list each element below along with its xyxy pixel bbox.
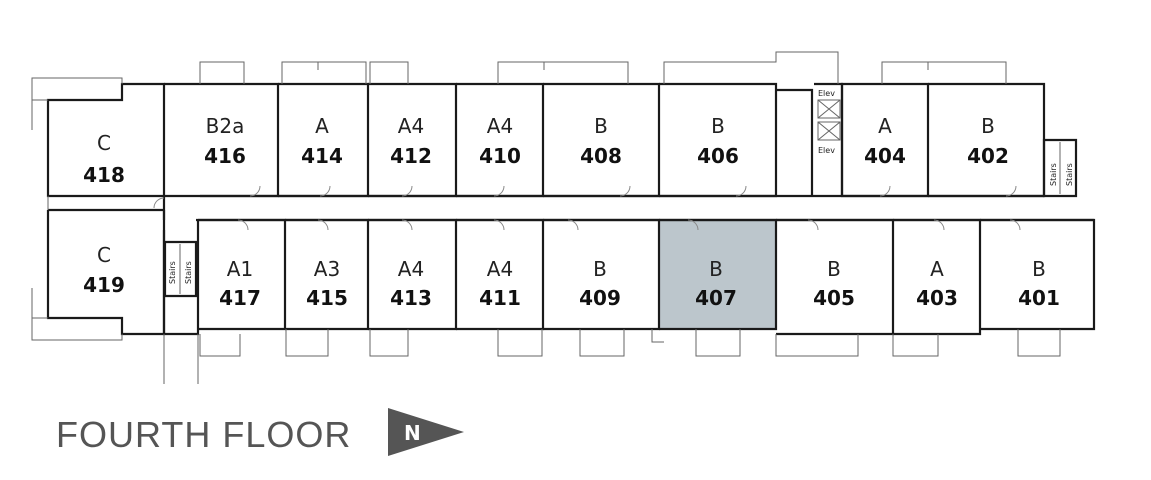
unit-number: 403 xyxy=(916,286,958,310)
unit-number: 415 xyxy=(306,286,348,310)
unit-type: B xyxy=(709,257,723,281)
unit-type: C xyxy=(97,131,111,155)
floor-title: FOURTH FLOOR xyxy=(56,414,352,455)
unit-type: B xyxy=(593,257,607,281)
unit-number: 410 xyxy=(479,144,521,168)
unit-number: 419 xyxy=(83,273,125,297)
unit-type: A4 xyxy=(398,114,424,138)
service-labels: Stairs Stairs Stairs Stairs Elev Elev xyxy=(168,89,1074,284)
unit-number: 414 xyxy=(301,144,343,168)
unit-type: B xyxy=(981,114,995,138)
unit-number: 411 xyxy=(479,286,521,310)
building-walls xyxy=(31,51,1096,384)
unit-414[interactable]: A 414 xyxy=(301,114,343,168)
unit-403[interactable]: A 403 xyxy=(916,257,958,310)
unit-type: A1 xyxy=(227,257,253,281)
unit-number: 417 xyxy=(219,286,261,310)
unit-type: B xyxy=(1032,257,1046,281)
unit-number: 405 xyxy=(813,286,855,310)
unit-409[interactable]: B 409 xyxy=(579,257,621,310)
unit-type: B xyxy=(711,114,725,138)
unit-type: A xyxy=(930,257,944,281)
north-arrow-icon: N xyxy=(388,408,464,456)
unit-type: B2a xyxy=(206,114,245,138)
unit-number: 401 xyxy=(1018,286,1060,310)
unit-number: 402 xyxy=(967,144,1009,168)
unit-401[interactable]: B 401 xyxy=(1018,257,1060,310)
unit-type: A3 xyxy=(314,257,340,281)
unit-419[interactable]: C 419 xyxy=(83,243,125,297)
stairs-label-west-1: Stairs xyxy=(168,261,177,284)
stairs-label-west-2: Stairs xyxy=(184,261,193,284)
unit-type: A xyxy=(878,114,892,138)
unit-number: 412 xyxy=(390,144,432,168)
unit-type: B xyxy=(594,114,608,138)
unit-type: A4 xyxy=(487,257,513,281)
unit-number: 409 xyxy=(579,286,621,310)
unit-number: 413 xyxy=(390,286,432,310)
stairs-label-east-1: Stairs xyxy=(1049,163,1058,186)
stairs-label-east-2: Stairs xyxy=(1065,163,1074,186)
unit-405[interactable]: B 405 xyxy=(813,257,855,310)
unit-type: A4 xyxy=(487,114,513,138)
unit-407[interactable]: B 407 xyxy=(695,257,737,310)
unit-number: 407 xyxy=(695,286,737,310)
elevator-label-2: Elev xyxy=(818,146,835,155)
unit-type: A4 xyxy=(398,257,424,281)
unit-number: 418 xyxy=(83,163,125,187)
unit-type: A xyxy=(315,114,329,138)
unit-type: B xyxy=(827,257,841,281)
unit-number: 416 xyxy=(204,144,246,168)
unit-404[interactable]: A 404 xyxy=(864,114,906,168)
unit-number: 408 xyxy=(580,144,622,168)
unit-407-highlight xyxy=(659,221,776,329)
unit-408[interactable]: B 408 xyxy=(580,114,622,168)
north-label: N xyxy=(404,421,421,445)
elevator-label-1: Elev xyxy=(818,89,835,98)
unit-number: 406 xyxy=(697,144,739,168)
unit-406[interactable]: B 406 xyxy=(697,114,739,168)
unit-418[interactable]: C 418 xyxy=(83,131,125,187)
unit-type: C xyxy=(97,243,111,267)
unit-402[interactable]: B 402 xyxy=(967,114,1009,168)
unit-number: 404 xyxy=(864,144,906,168)
